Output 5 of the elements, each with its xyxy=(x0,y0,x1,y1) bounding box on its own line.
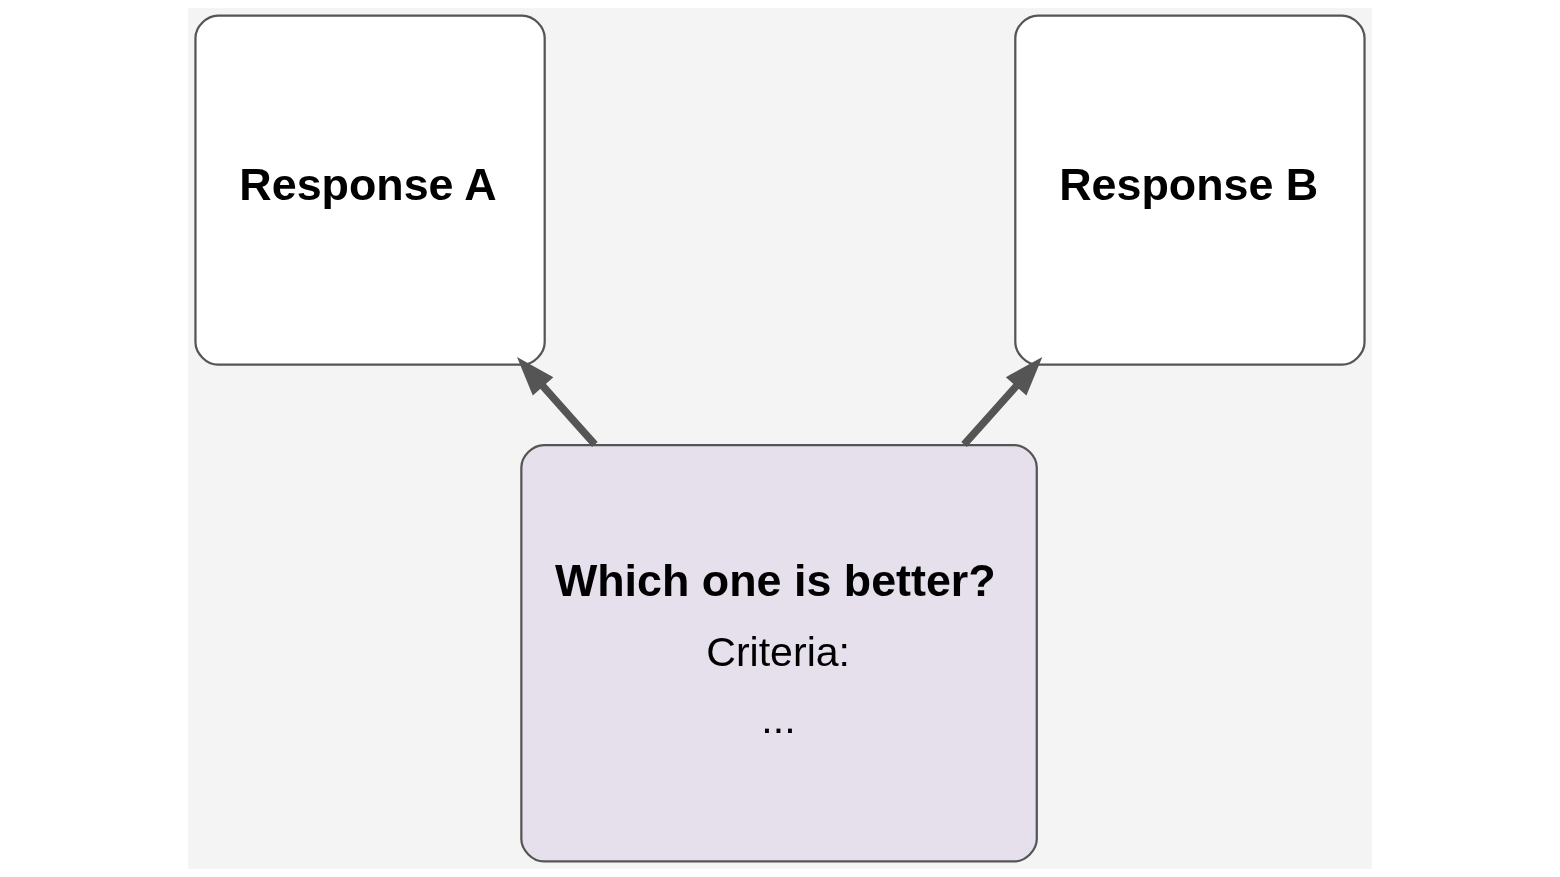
node-box: Response B xyxy=(1014,14,1366,366)
arrow xyxy=(961,357,1043,447)
node-box: Response A xyxy=(194,14,546,366)
arrow xyxy=(516,356,598,447)
node-box: Which one is better? Criteria: ... xyxy=(520,443,1038,863)
